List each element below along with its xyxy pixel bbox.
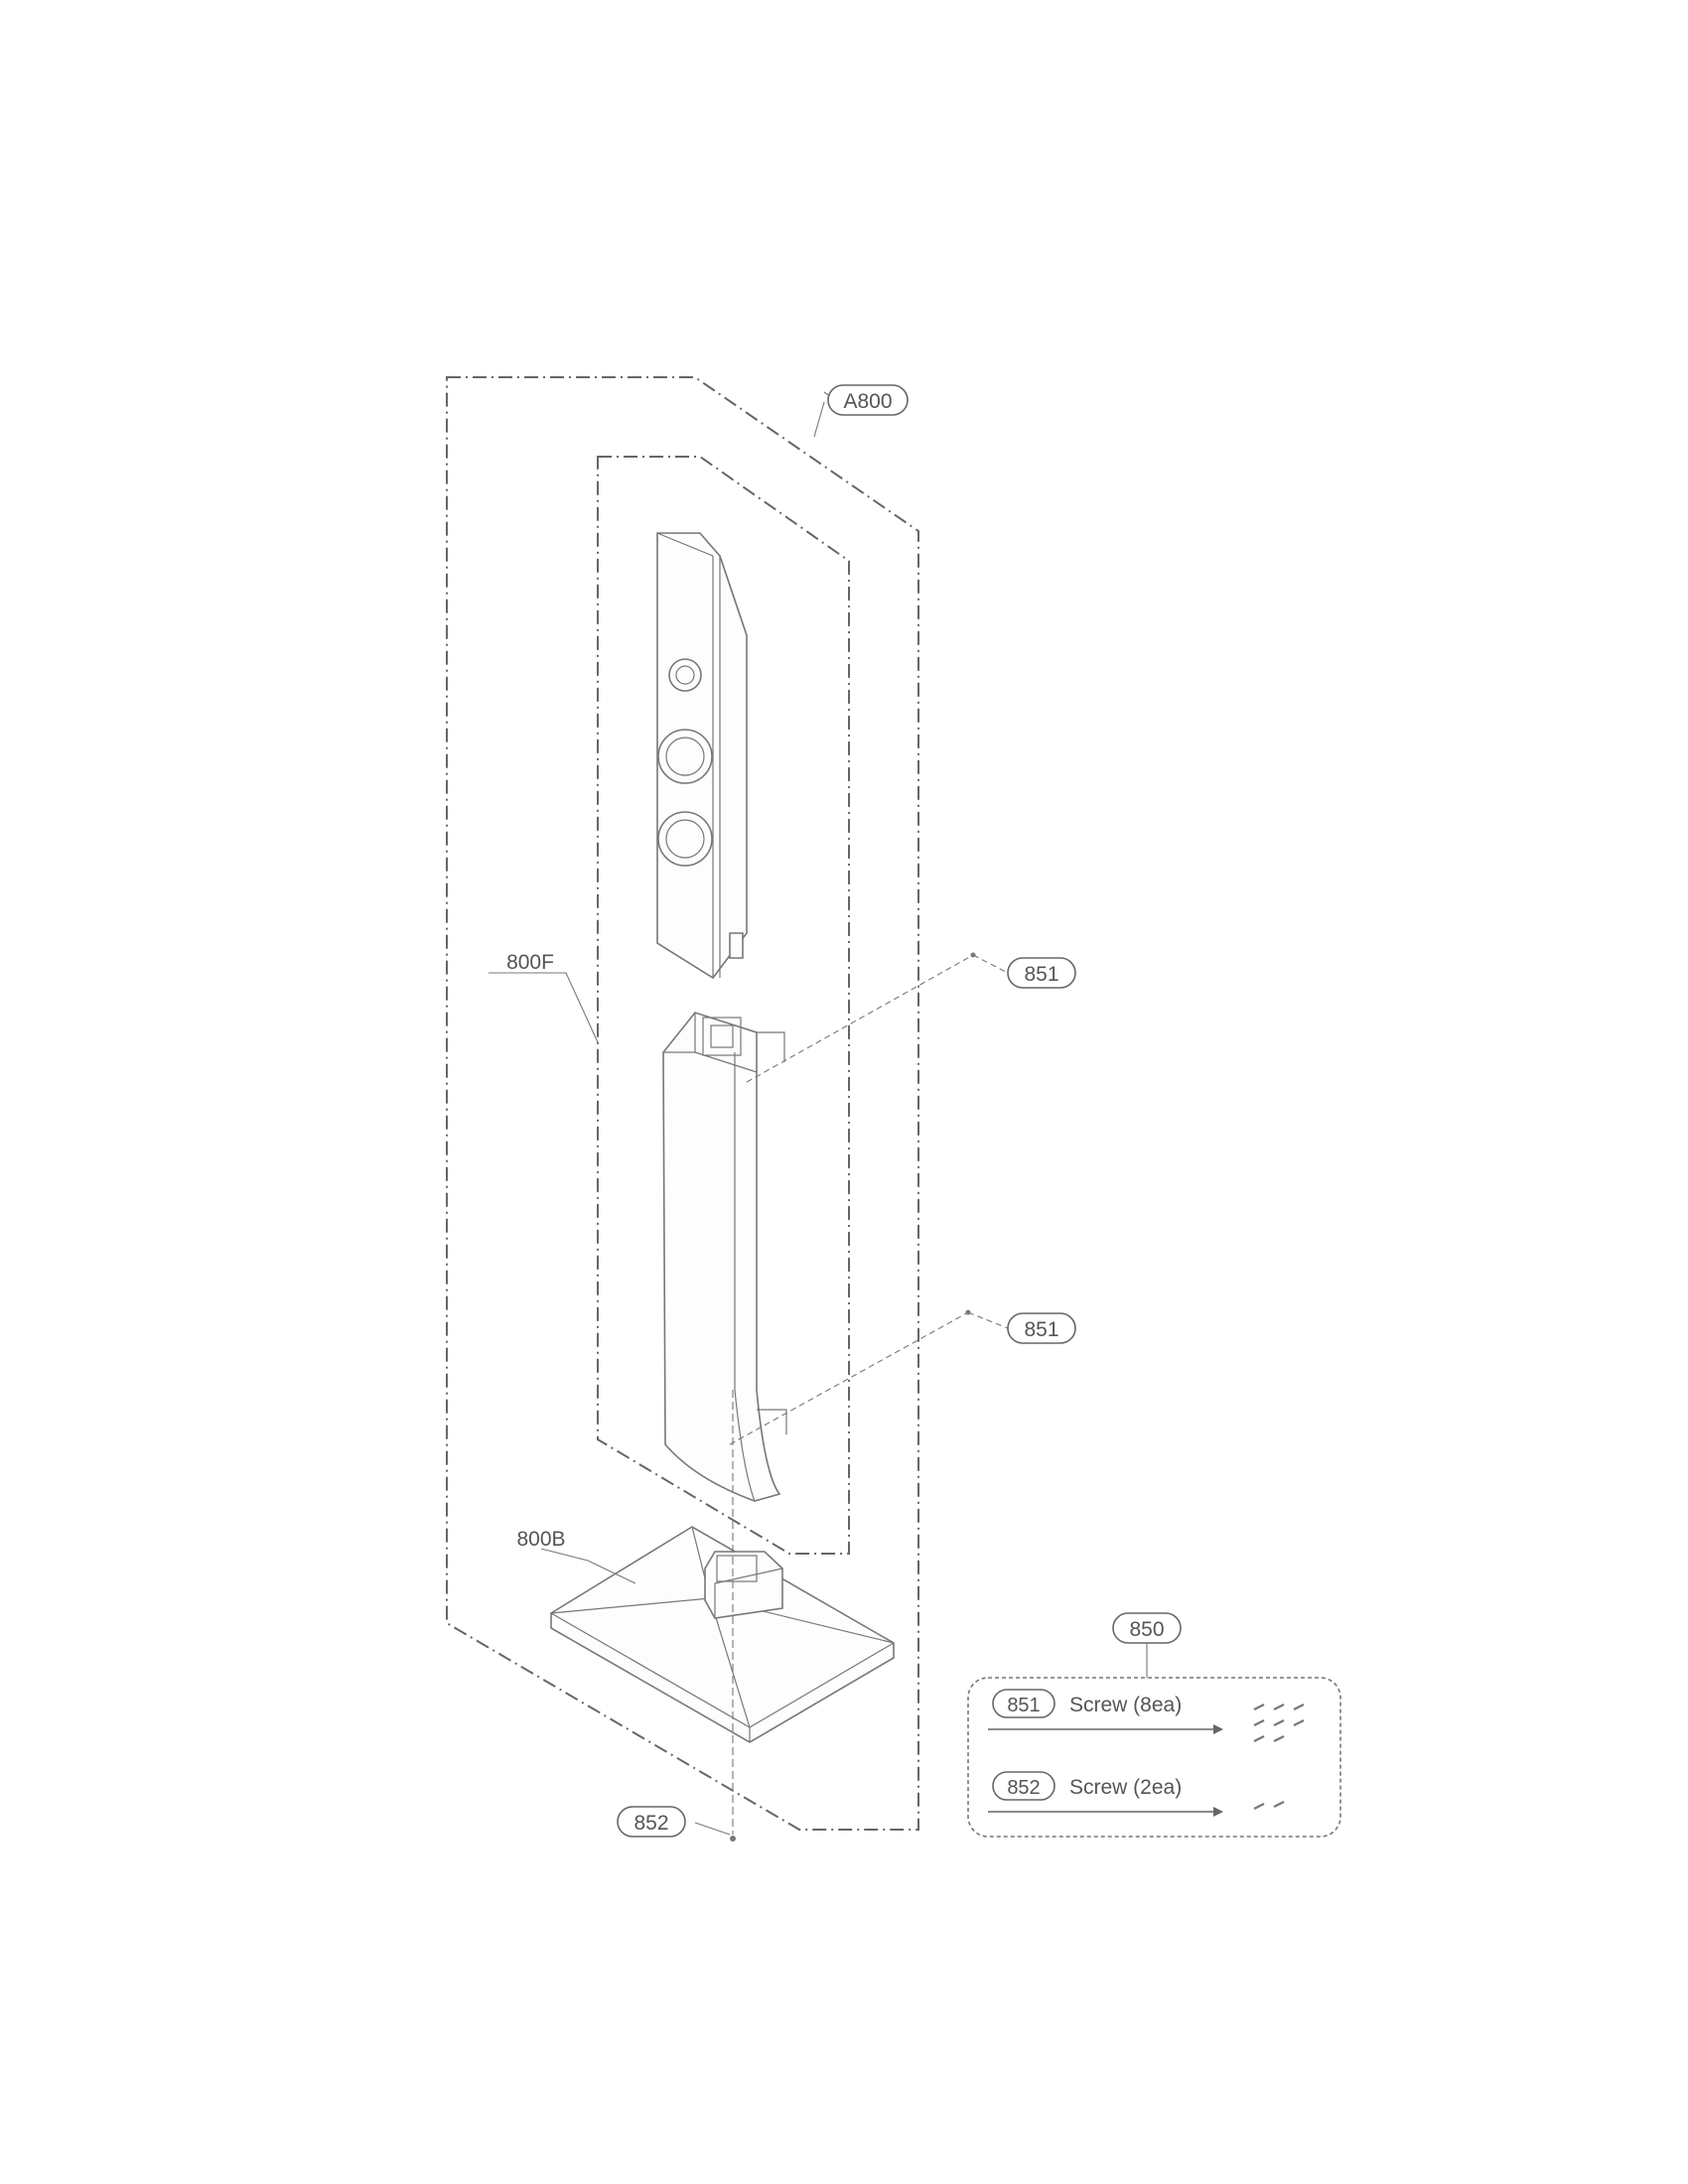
stand-neck <box>662 1012 787 1502</box>
callout-851-lower: 851 <box>1007 1312 1076 1344</box>
callout-a800: A800 <box>827 384 909 416</box>
callout-800f: 800F <box>506 951 554 974</box>
callout-850-label: 850 <box>1129 1618 1164 1641</box>
callout-a800-label: A800 <box>843 390 892 413</box>
callout-800b-label: 800B <box>516 1528 565 1551</box>
legend-852-label: Screw (2ea) <box>1069 1776 1182 1799</box>
stand-base <box>550 1526 895 1743</box>
callout-852-bottom-label: 852 <box>633 1812 668 1835</box>
callout-851-upper-label: 851 <box>1024 963 1058 986</box>
callout-851-upper: 851 <box>1007 957 1076 989</box>
callout-852-bottom: 852 <box>617 1806 686 1838</box>
callout-800b: 800B <box>516 1528 565 1551</box>
stand-group-boundary <box>597 456 850 1555</box>
callout-850: 850 <box>1112 1612 1182 1644</box>
callout-851-lower-label: 851 <box>1024 1318 1058 1341</box>
legend-row-851: 851 Screw (8ea) <box>988 1689 1305 1742</box>
legend-851-code: 851 <box>1007 1695 1040 1716</box>
callout-800f-label: 800F <box>506 951 554 974</box>
assembly-boundary <box>446 376 919 1831</box>
legend-row-852: 852 Screw (2ea) <box>988 1771 1285 1817</box>
screw-kit-legend: 851 Screw (8ea) 852 Screw (2ea) <box>967 1677 1341 1838</box>
legend-851-label: Screw (8ea) <box>1069 1694 1182 1716</box>
screw-marks <box>730 952 976 1842</box>
leader-lines <box>489 391 1148 1836</box>
screw-2ea-icon <box>1253 1801 1285 1810</box>
screw-8ea-icon <box>1253 1704 1305 1742</box>
legend-852-code: 852 <box>1007 1777 1040 1799</box>
tweeter-icon <box>668 658 702 692</box>
speaker-panel <box>656 532 748 980</box>
